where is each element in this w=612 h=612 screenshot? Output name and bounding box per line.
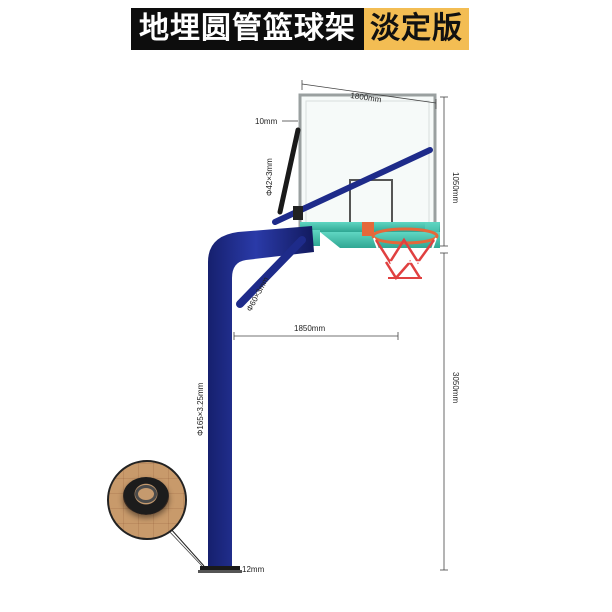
dimension-lines: [167, 80, 448, 571]
backboard-height-label: 1050mm: [451, 172, 460, 203]
brace-rod: [272, 127, 433, 225]
base-plate-label: 12mm: [242, 565, 265, 574]
backboard-width-label: 1800mm: [350, 91, 382, 104]
backboard-thickness-label: 10mm: [255, 117, 278, 126]
extension-label: 1850mm: [294, 324, 325, 333]
edition-tag: 淡定版: [364, 8, 469, 50]
ground-anchor-inset: [107, 460, 187, 540]
rim-height-label: 3050mm: [451, 372, 460, 403]
socket-ring-icon: [135, 485, 157, 503]
backboard: [298, 93, 437, 232]
pole-tube-label: Φ165×3.25mm: [196, 382, 205, 436]
pole-structure: [198, 226, 314, 573]
inset-leader: [169, 527, 205, 567]
product-title: 地埋圆管篮球架: [131, 8, 364, 50]
brace-tube-label: Φ42×3mm: [265, 158, 274, 196]
title-banner: 地埋圆管篮球架 淡定版: [131, 8, 469, 50]
rim-and-net: [362, 222, 439, 281]
